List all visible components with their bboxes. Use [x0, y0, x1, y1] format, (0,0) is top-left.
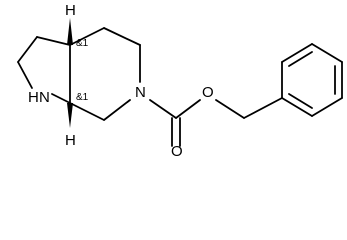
bond-c3a-c3 [36, 36, 71, 46]
phenyl-bond-1 [281, 97, 313, 117]
phenyl-ring [281, 43, 343, 117]
wedge-bond-top-h [67, 18, 73, 45]
bond-carbonyl-c-ether-o [175, 99, 201, 119]
bond-c3-c2 [17, 36, 38, 63]
stereo-label-top: &1 [76, 38, 89, 49]
phenyl-bond-5 [281, 43, 313, 63]
atom-nh-n: N [39, 89, 50, 106]
bond-ch2-phenyl [243, 97, 283, 119]
atom-nh-h: H [28, 89, 39, 106]
atom-carbonyl-o: O [171, 143, 183, 157]
bond-c3a-c4 [69, 27, 105, 46]
bond-n1-c7a [51, 93, 71, 104]
stereo-label-bottom: &1 [76, 92, 89, 103]
phenyl-inner-double-3 [288, 51, 313, 67]
molecule-structure: H H H N N O O &1 &1 [17, 2, 343, 157]
bond-n6-c7 [103, 99, 131, 121]
carbamate-group [149, 97, 283, 147]
bond-ether-o-ch2 [215, 99, 245, 119]
bond-c7-c7a [69, 102, 105, 121]
pyrrolidine-ring [17, 36, 71, 104]
phenyl-inner-double-1 [288, 93, 313, 109]
phenyl-bond-2 [311, 97, 343, 117]
atom-ring-n: N [135, 84, 146, 101]
piperidine-ring [69, 27, 141, 121]
atom-h-bottom: H [65, 132, 76, 149]
bond-c2-n1 [17, 61, 33, 89]
atom-ether-o: O [202, 84, 214, 101]
bond-n6-carbonyl-c [149, 99, 177, 119]
wedge-bond-bottom-h [67, 103, 73, 128]
atom-h-top: H [65, 2, 76, 19]
bond-c4-c5 [103, 27, 141, 46]
phenyl-bond-4 [311, 43, 343, 63]
